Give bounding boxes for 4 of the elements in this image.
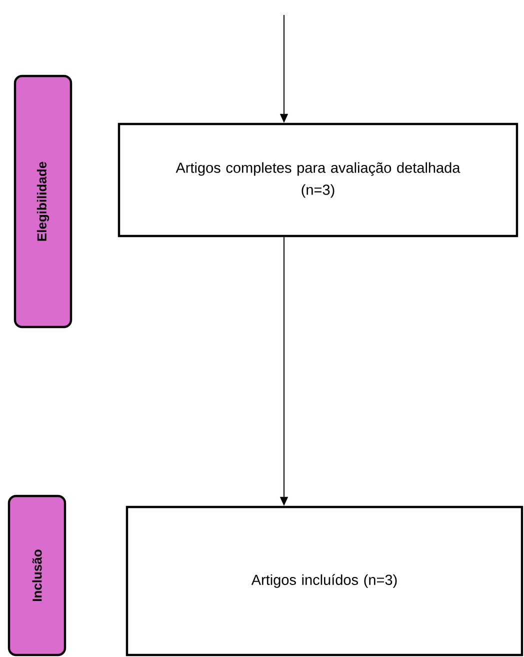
process-box: Artigos incluídos (n=3) xyxy=(126,506,524,656)
phase-band: Inclusão xyxy=(8,494,66,656)
phase-band: Elegibilidade xyxy=(14,74,72,328)
process-box: Artigos completes para avaliação detalhada (n=3) xyxy=(118,122,518,238)
